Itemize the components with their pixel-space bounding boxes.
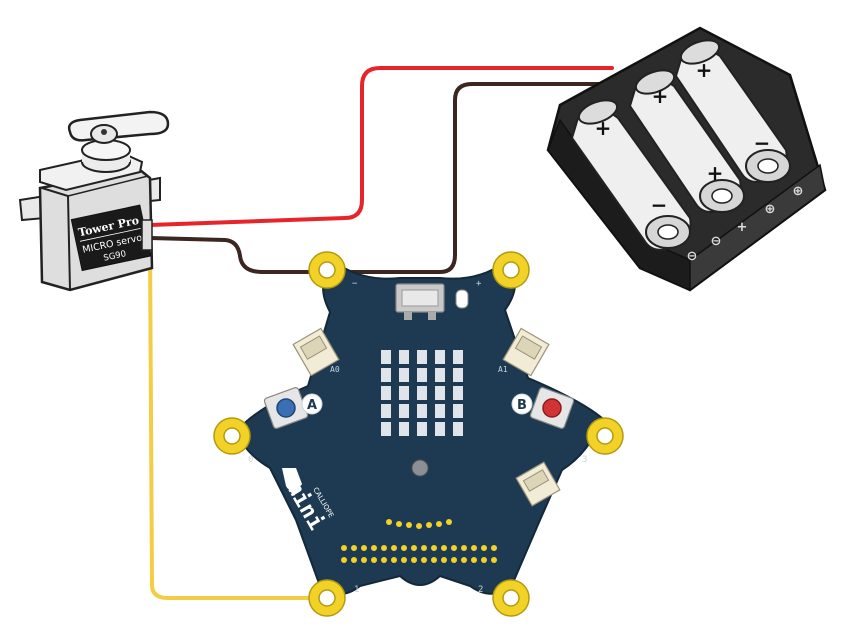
pin-pads: [213, 251, 624, 617]
pad-1: [308, 579, 346, 617]
header-pins-row-1: [386, 519, 452, 529]
grove-connector-lower: [515, 461, 561, 507]
terminal-mark: ⊕: [765, 202, 776, 217]
button-b: B: [511, 387, 575, 429]
usb-connector: [395, 283, 445, 320]
cell-1-minus-mark: −: [651, 193, 668, 217]
red-wire: [148, 66, 614, 227]
calliope-logo-mark: [282, 468, 302, 496]
terminal-markings: ⊖ ⊖ + ⊕ ⊕: [687, 184, 804, 264]
status-led: [455, 289, 469, 309]
connector-label-a1: A1: [498, 365, 508, 374]
pad-0: [213, 417, 251, 455]
pad-label-3: 3: [582, 455, 587, 465]
header-pins-row-2: [341, 545, 497, 563]
button-b-label: B: [517, 398, 527, 413]
terminal-mark: +: [737, 220, 748, 235]
servo-label: Tower Pro MICRO servo SG90: [70, 204, 152, 272]
cell-3-minus-mark: −: [754, 131, 771, 155]
terminal-mark: ⊖: [711, 234, 722, 249]
pad-label-minus: −: [352, 279, 358, 289]
battery-cell: + −: [570, 99, 692, 251]
terminal-mark: ⊖: [687, 249, 698, 264]
pad-minus: [308, 251, 346, 289]
battery-cell: + +: [628, 69, 745, 213]
battery-cell: + −: [674, 39, 791, 183]
pad-3: [586, 417, 624, 455]
cell-3-plus-mark: +: [696, 58, 713, 82]
cell-2-minus-mark: +: [707, 161, 724, 185]
sensor-dot: [411, 459, 429, 477]
grove-connector-a0: [292, 327, 340, 377]
led-matrix: [381, 350, 463, 436]
calliope-mini-board: − + 0 3 1 2 A0 A1: [213, 251, 624, 617]
black-wire: [148, 82, 614, 274]
battery-pack: + − + + + − ⊖ ⊖ + ⊕ ⊕: [546, 26, 827, 292]
pad-plus: [492, 251, 530, 289]
pad-label-2: 2: [478, 585, 483, 595]
servo-model: SG90: [103, 249, 127, 264]
connector-label-a0: A0: [330, 365, 340, 374]
servo-horn: [67, 110, 170, 142]
cell-1-plus-mark: +: [595, 116, 612, 140]
button-a-label: A: [307, 398, 317, 413]
terminal-mark: ⊕: [793, 184, 804, 199]
servo-motor: Tower Pro MICRO servo SG90: [18, 110, 170, 292]
pad-label-0: 0: [248, 455, 253, 465]
wires: [148, 66, 614, 600]
button-a: A: [263, 387, 323, 429]
pad-2: [492, 579, 530, 617]
pad-label-1: 1: [354, 585, 359, 595]
grove-connector-a1: [502, 327, 550, 377]
cell-2-plus-mark: +: [652, 84, 669, 108]
yellow-wire: [148, 244, 327, 600]
pad-label-plus: +: [476, 279, 482, 289]
